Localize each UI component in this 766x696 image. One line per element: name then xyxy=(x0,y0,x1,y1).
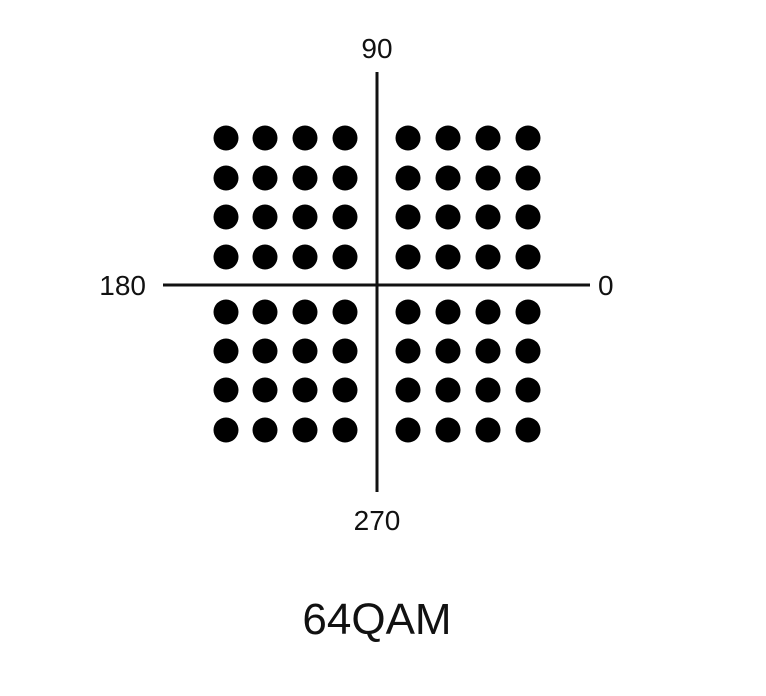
constellation-point xyxy=(213,417,239,443)
constellation-point xyxy=(292,125,318,151)
constellation-point xyxy=(435,377,461,403)
constellation-point xyxy=(435,165,461,191)
constellation-point xyxy=(213,299,239,325)
constellation-point xyxy=(292,299,318,325)
constellation-point xyxy=(252,204,278,230)
constellation-point xyxy=(395,125,421,151)
constellation-point xyxy=(292,417,318,443)
diagram-caption: 64QAM xyxy=(302,595,451,644)
constellation-point xyxy=(515,125,541,151)
constellation-point xyxy=(252,377,278,403)
constellation-point xyxy=(252,338,278,364)
constellation-point xyxy=(435,299,461,325)
constellation-point xyxy=(515,244,541,270)
constellation-point xyxy=(252,299,278,325)
constellation-points xyxy=(213,125,541,443)
constellation-point xyxy=(475,165,501,191)
constellation-point xyxy=(475,417,501,443)
label-0: 0 xyxy=(598,270,614,301)
constellation-point xyxy=(395,244,421,270)
constellation-point xyxy=(213,204,239,230)
constellation-point xyxy=(515,338,541,364)
constellation-point xyxy=(395,377,421,403)
constellation-point xyxy=(213,125,239,151)
constellation-point xyxy=(252,165,278,191)
constellation-point xyxy=(475,204,501,230)
constellation-point xyxy=(213,338,239,364)
constellation-point xyxy=(213,165,239,191)
constellation-point xyxy=(475,125,501,151)
constellation-point xyxy=(515,165,541,191)
constellation-point xyxy=(332,338,358,364)
constellation-point xyxy=(395,299,421,325)
constellation-point xyxy=(332,244,358,270)
constellation-point xyxy=(213,244,239,270)
constellation-point xyxy=(292,244,318,270)
constellation-point xyxy=(395,338,421,364)
constellation-point xyxy=(395,204,421,230)
constellation-point xyxy=(332,417,358,443)
constellation-point xyxy=(475,338,501,364)
constellation-point xyxy=(332,165,358,191)
constellation-point xyxy=(475,299,501,325)
constellation-point xyxy=(435,417,461,443)
constellation-point xyxy=(292,204,318,230)
constellation-point xyxy=(515,417,541,443)
constellation-point xyxy=(332,377,358,403)
constellation-point xyxy=(332,204,358,230)
label-270: 270 xyxy=(354,505,401,536)
constellation-point xyxy=(515,299,541,325)
constellation-point xyxy=(292,165,318,191)
constellation-point xyxy=(292,338,318,364)
constellation-point xyxy=(213,377,239,403)
label-90: 90 xyxy=(361,33,392,64)
constellation-point xyxy=(435,338,461,364)
constellation-point xyxy=(475,244,501,270)
constellation-point xyxy=(252,125,278,151)
constellation-point xyxy=(395,165,421,191)
constellation-point xyxy=(435,204,461,230)
constellation-point xyxy=(332,125,358,151)
constellation-point xyxy=(515,377,541,403)
constellation-point xyxy=(252,417,278,443)
constellation-point xyxy=(395,417,421,443)
constellation-point xyxy=(435,244,461,270)
constellation-point xyxy=(252,244,278,270)
constellation-point xyxy=(332,299,358,325)
constellation-point xyxy=(475,377,501,403)
constellation-point xyxy=(515,204,541,230)
label-180: 180 xyxy=(99,270,146,301)
constellation-point xyxy=(292,377,318,403)
constellation-point xyxy=(435,125,461,151)
